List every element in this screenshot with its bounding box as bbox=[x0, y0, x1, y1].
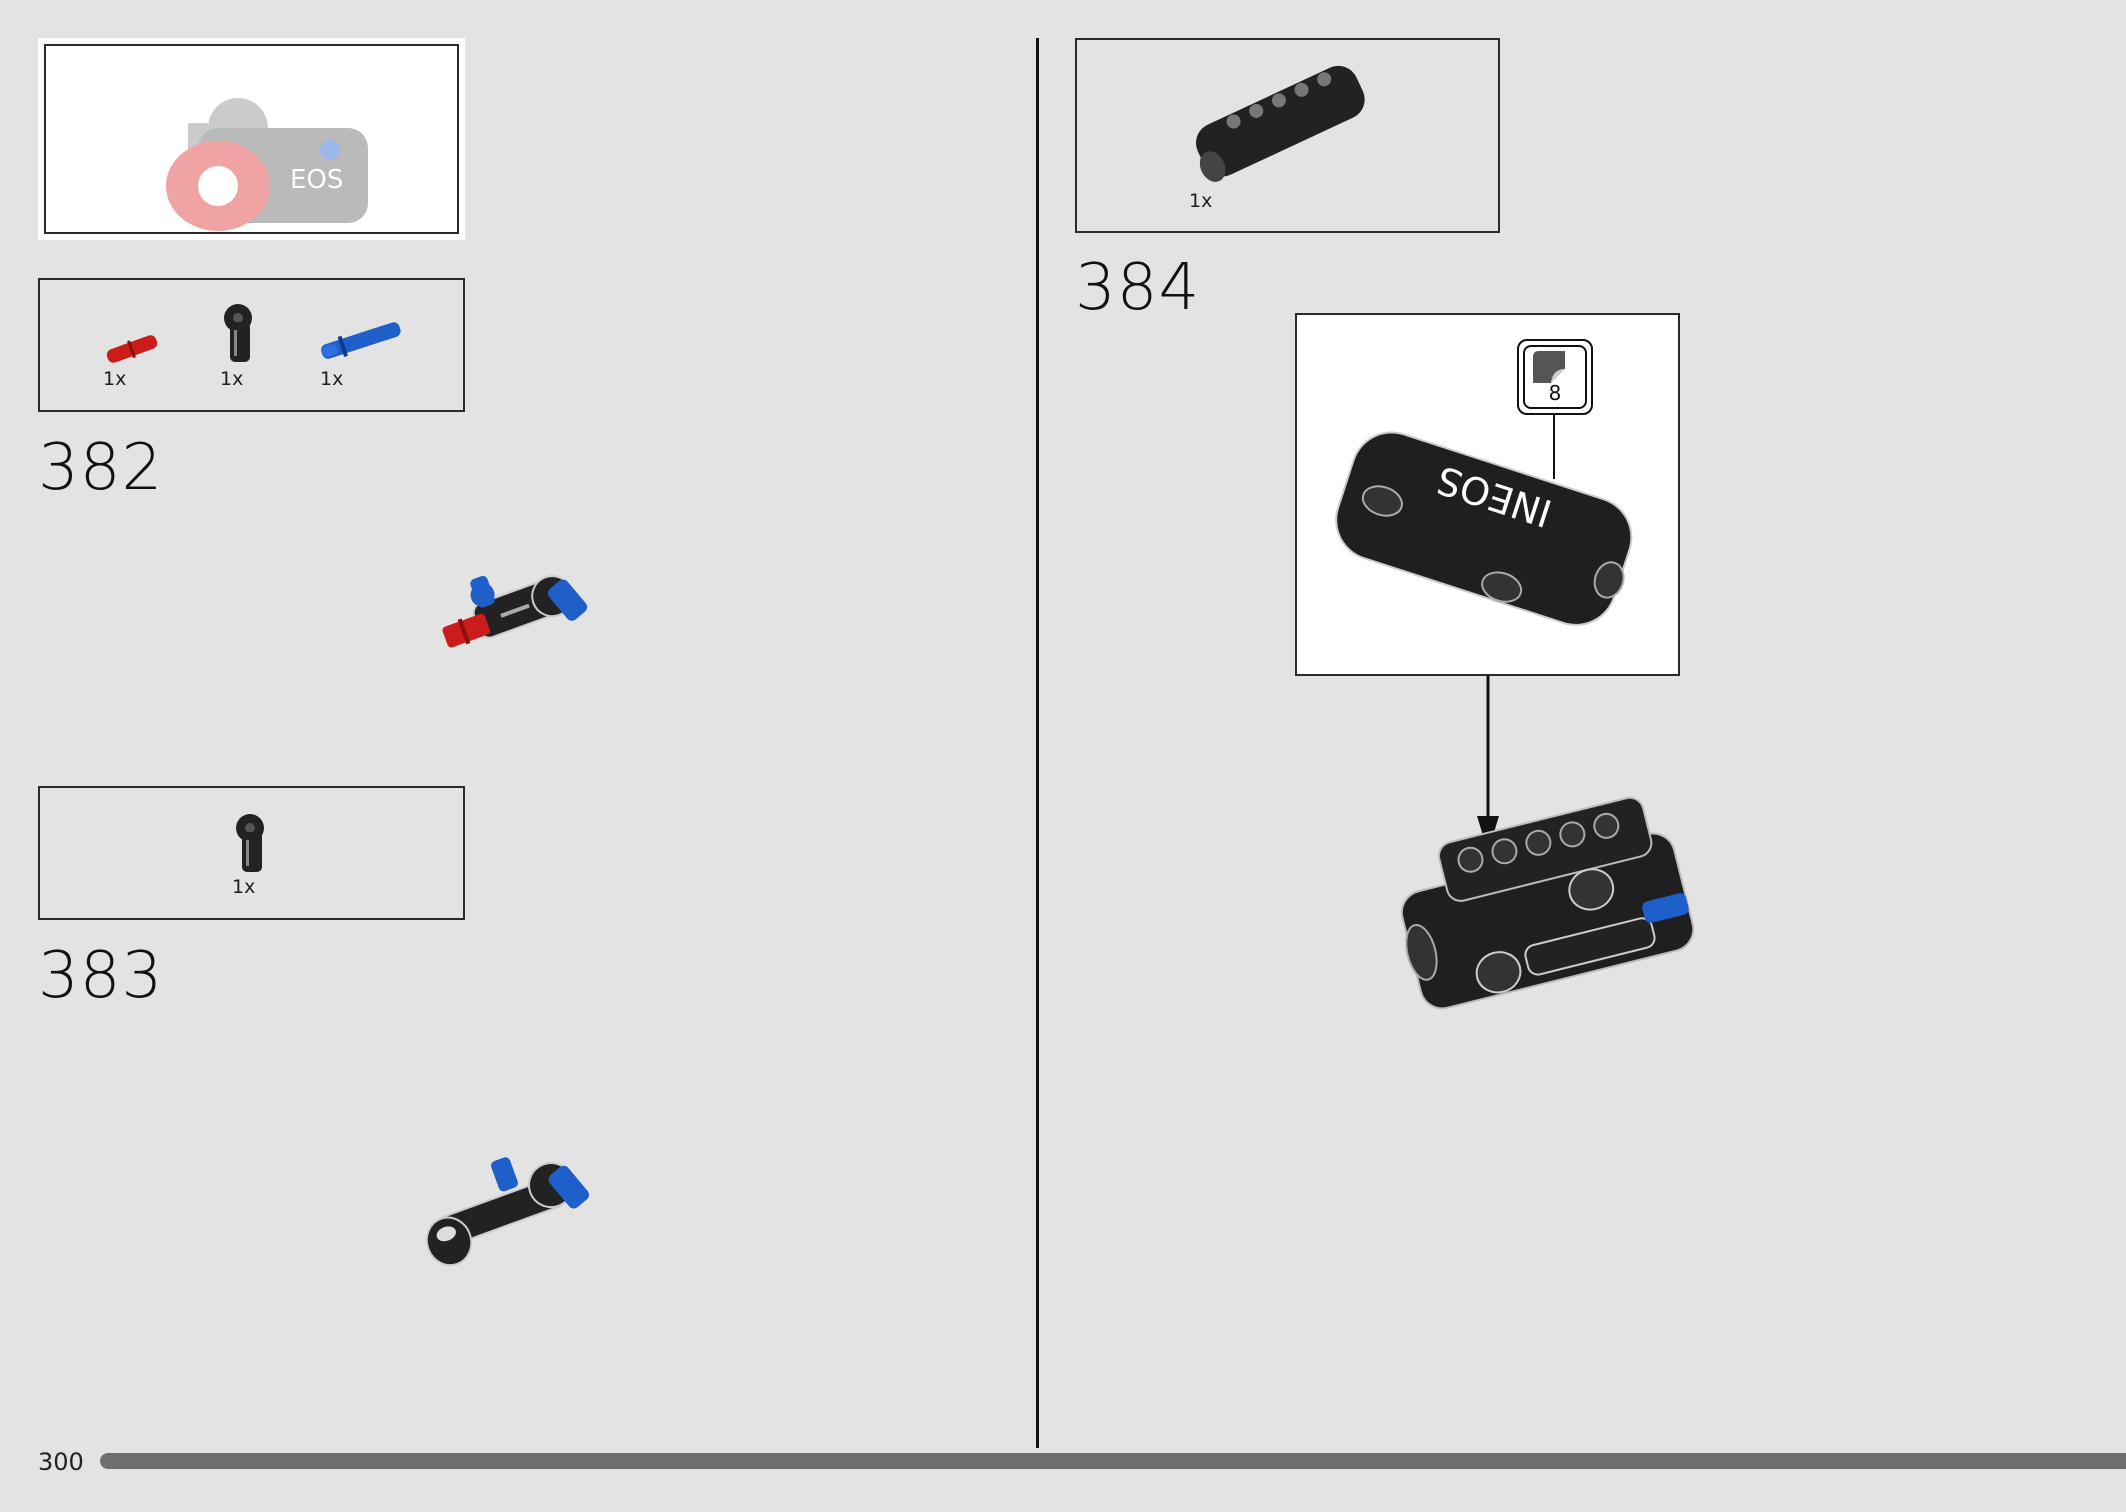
assembly-382-image bbox=[442, 575, 588, 648]
assembly-384-image bbox=[1400, 796, 1695, 1010]
parts-list-384: 1x bbox=[1075, 38, 1500, 233]
part-qty: 1x bbox=[320, 368, 344, 390]
sticker-panel-image: INEOS bbox=[1335, 431, 1633, 626]
sticker-icon bbox=[1533, 351, 1565, 383]
black-panel-icon bbox=[1195, 65, 1365, 182]
part-qty: 1x bbox=[220, 368, 244, 390]
progress-bar bbox=[100, 1453, 2126, 1469]
page-number: 300 bbox=[38, 1448, 84, 1476]
part-qty: 1x bbox=[232, 876, 256, 898]
page-divider bbox=[1036, 38, 1039, 1448]
blue-axle-pin-icon bbox=[321, 322, 401, 359]
sticker-leader-line bbox=[1553, 413, 1555, 479]
preview-logo-text: EOS bbox=[290, 165, 343, 195]
red-axle-pin-icon bbox=[106, 335, 158, 363]
black-axle-connector-icon bbox=[224, 304, 252, 362]
step-number-382: 382 bbox=[38, 431, 164, 505]
sticker-badge: 8 bbox=[1517, 339, 1593, 415]
sticker-callout: 8 INEOS bbox=[1295, 313, 1680, 676]
parts-list-382: 1x 1x 1x bbox=[38, 278, 465, 412]
black-axle-connector-icon bbox=[236, 814, 264, 872]
sticker-number: 8 bbox=[1548, 381, 1562, 405]
step-number-384: 384 bbox=[1075, 251, 1201, 325]
part-qty: 1x bbox=[103, 368, 127, 390]
step-number-383: 383 bbox=[38, 939, 164, 1013]
submodel-preview-image: EOS bbox=[166, 98, 368, 231]
submodel-preview: EOS bbox=[38, 38, 465, 240]
part-qty: 1x bbox=[1189, 190, 1213, 212]
parts-list-383: 1x bbox=[38, 786, 465, 920]
assembly-383-image bbox=[425, 1157, 589, 1267]
